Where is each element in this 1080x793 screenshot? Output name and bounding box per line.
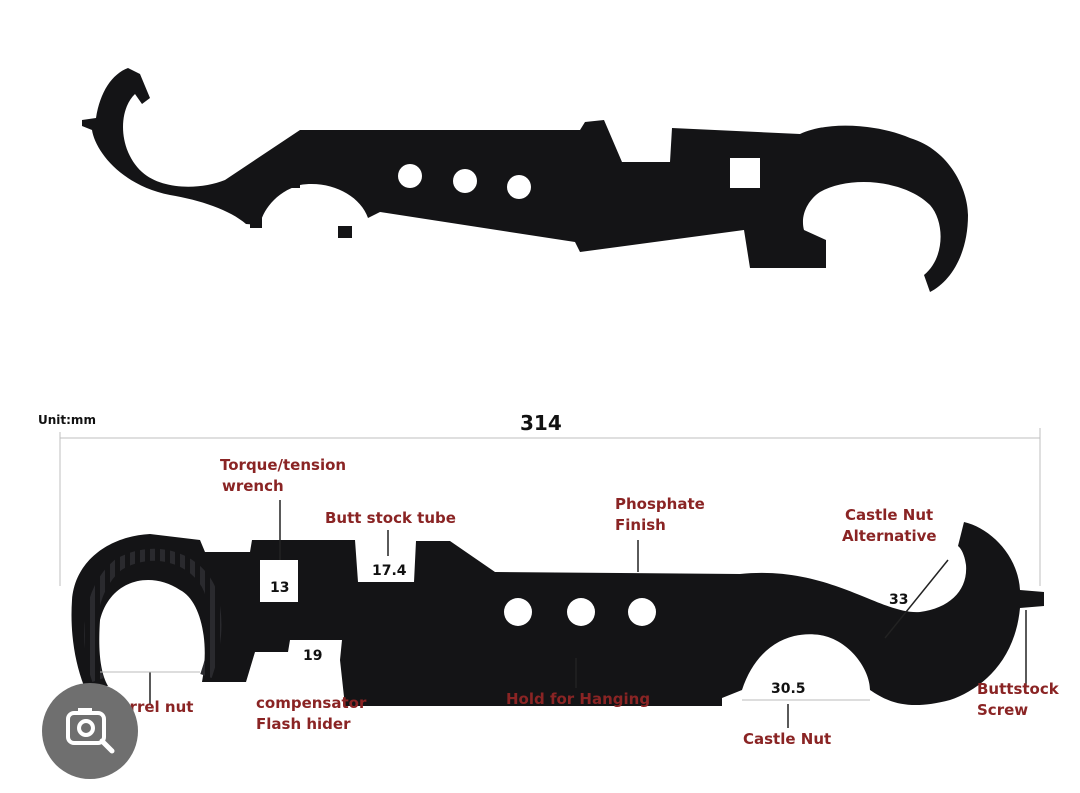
unit-label: Unit:mm	[38, 413, 96, 427]
dim-flash-hider: 19	[303, 648, 323, 664]
dim-castle-alt: 33	[889, 592, 909, 608]
dim-butt-tube: 17.4	[372, 563, 407, 579]
label-phosphate-finish: Phosphate Finish	[615, 495, 705, 534]
dim-castle-nut: 30.5	[771, 681, 806, 697]
label-buttstock-screw: Buttstock Screw	[977, 680, 1059, 719]
label-hold-for-hanging: Hold for Hanging	[506, 690, 651, 708]
camera-search-icon[interactable]	[42, 683, 138, 779]
label-butt-stock-tube: Butt stock tube	[325, 509, 456, 527]
label-torque-wrench: Torque/tension wrench	[220, 456, 347, 495]
dim-square: 13	[270, 580, 290, 596]
top-wrench	[82, 68, 968, 292]
label-castle-nut-alternative: Castle Nut Alternative	[842, 506, 937, 545]
label-compensator: compensator Flash hider	[256, 694, 367, 733]
camera-search-glyph	[66, 708, 115, 754]
label-castle-nut: Castle Nut	[743, 730, 832, 748]
barrel-nut-teeth	[84, 548, 222, 682]
bottom-wrench	[71, 522, 1044, 706]
overall-dimension-line	[59, 428, 1041, 586]
callout-leaders	[100, 500, 1027, 728]
overall-length: 314	[520, 411, 562, 435]
